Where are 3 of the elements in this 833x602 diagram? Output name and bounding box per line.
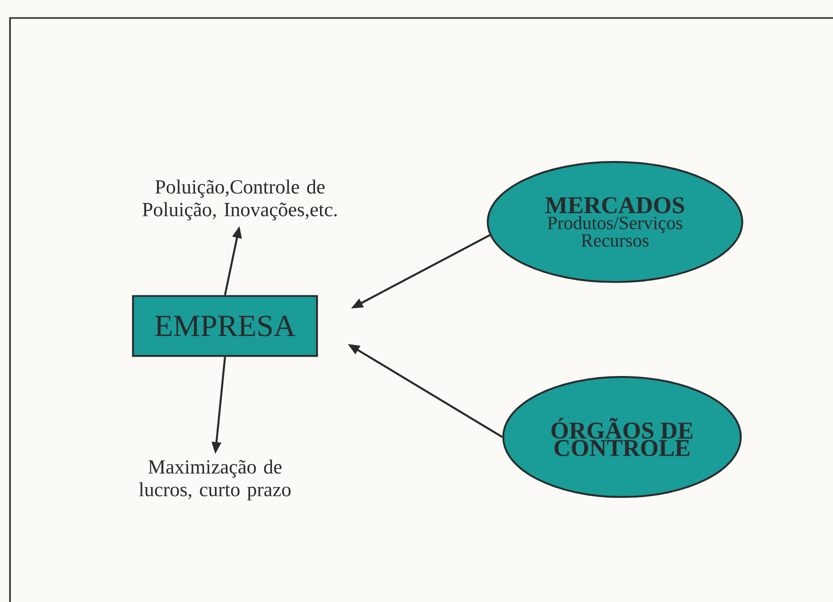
company-box: EMPRESA: [132, 295, 318, 357]
annotation-text: Maximização de lucros, curto prazo: [139, 460, 291, 500]
annotation-text: Poluição,Controle de Poluição, Inovações,etc.: [142, 180, 337, 220]
